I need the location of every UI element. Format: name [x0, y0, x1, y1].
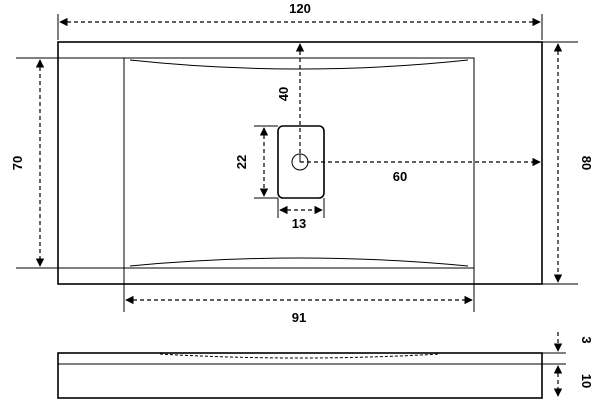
dim-tap-plate-width: 13	[277, 198, 325, 231]
dim-basin-depth: 70	[10, 57, 124, 269]
label-overall-width: 120	[289, 1, 311, 16]
label-basin-width: 91	[292, 310, 306, 325]
label-basin-depth: 70	[10, 156, 25, 170]
label-overall-depth: 80	[579, 156, 594, 170]
dim-tap-plate-height: 22	[234, 125, 278, 199]
label-basin-to-tap-hole: 40	[276, 87, 291, 101]
dim-rim-thickness: 3	[542, 332, 594, 365]
top-view	[57, 41, 543, 285]
label-body-thickness: 10	[579, 374, 594, 388]
basin-bottom-curve	[129, 257, 469, 267]
dim-overall-width: 120	[57, 1, 543, 40]
dim-tap-hole-to-edge: 60	[300, 157, 541, 184]
side-view	[57, 352, 543, 399]
label-rim-thickness: 3	[579, 336, 594, 343]
dim-basin-width: 91	[123, 268, 475, 325]
label-tap-plate-width: 13	[292, 216, 306, 231]
side-view-outline	[57, 352, 543, 399]
label-tap-hole-to-edge: 60	[393, 169, 407, 184]
side-view-basin-curve	[159, 353, 441, 359]
dim-overall-depth: 80	[542, 41, 594, 285]
basin-top-curve	[129, 59, 469, 70]
dim-basin-to-tap-hole: 40	[276, 43, 305, 154]
dim-body-thickness: 10	[553, 365, 594, 397]
label-tap-plate-height: 22	[234, 155, 249, 169]
